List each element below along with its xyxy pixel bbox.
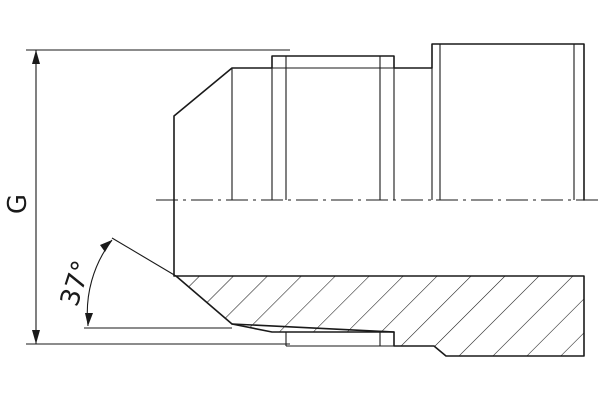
cone-face-line — [231, 323, 395, 333]
dimension-arrow-top — [32, 50, 40, 64]
angle-arrow-top — [100, 240, 112, 252]
lower-profile — [173, 199, 585, 357]
upper-profile — [173, 43, 585, 201]
angle-extension-line — [111, 237, 177, 277]
dimension-arrow-bottom — [32, 330, 40, 344]
section-hatching — [176, 276, 584, 356]
diameter-label: G — [3, 194, 33, 214]
angle-label: 37° — [55, 257, 98, 310]
angle-arrow-bottom — [85, 313, 93, 326]
